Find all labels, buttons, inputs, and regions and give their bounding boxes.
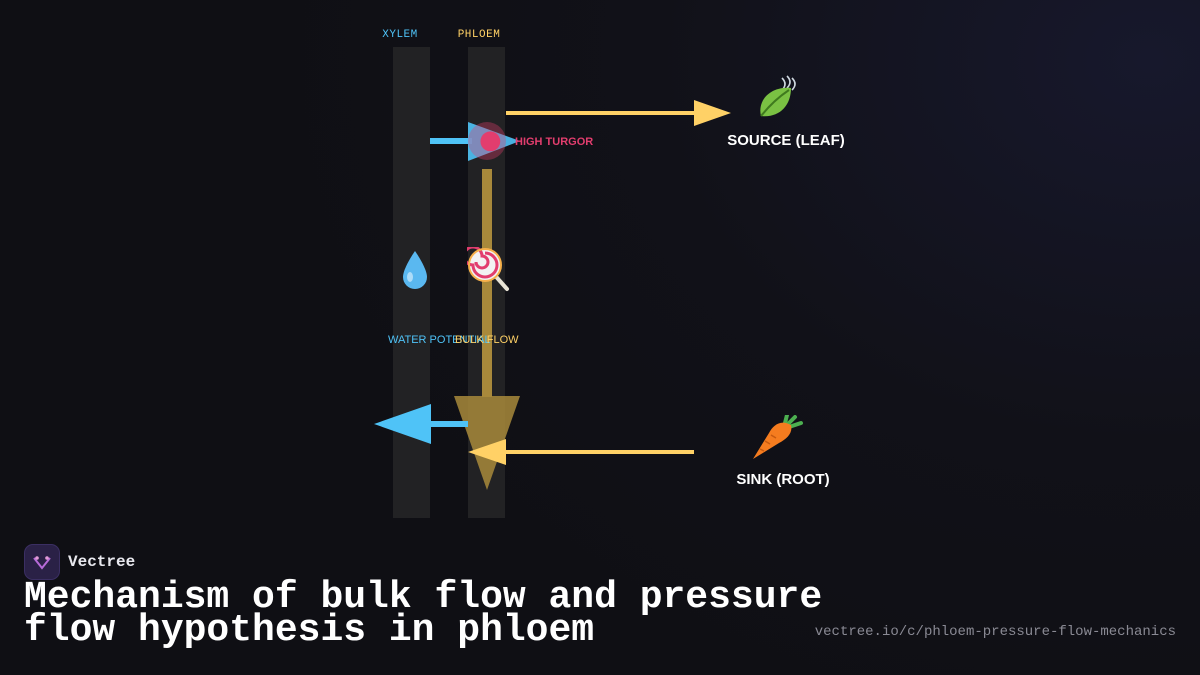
water-potential-label: WATER POTENTIAL [388,334,491,346]
balloon-icon: ● [479,125,502,155]
bulk-flow-arrow-head [454,396,520,490]
source-arrow-head [694,100,731,126]
phloem-label: PHLOEM [457,29,501,41]
carrot-icon [753,415,803,459]
brand-name: Vectree [68,553,136,571]
sink-arrow-head [468,439,506,465]
bulk-flow-label: BULK FLOW [455,334,519,346]
source-label: SOURCE (LEAF) [727,132,845,149]
sink-label: SINK (ROOT) [736,471,830,488]
water-in-arrow-head [468,122,520,161]
water-drop-icon [403,251,427,289]
turgor-glow [468,122,506,160]
brand: Vectree [24,544,135,580]
high-turgor-label: HIGH TURGOR [515,136,594,148]
page-title: Mechanism of bulk flow and pressure flow… [24,576,823,652]
bulk-flow-arrow-shaft [482,169,492,397]
water-out-arrow-head [374,404,431,444]
vectree-logo-icon [24,544,60,580]
lollipop-icon [467,247,509,291]
leaf-icon [760,75,796,117]
page-url[interactable]: vectree.io/c/phloem-pressure-flow-mechan… [814,624,1176,640]
xylem-label: XYLEM [382,29,418,41]
